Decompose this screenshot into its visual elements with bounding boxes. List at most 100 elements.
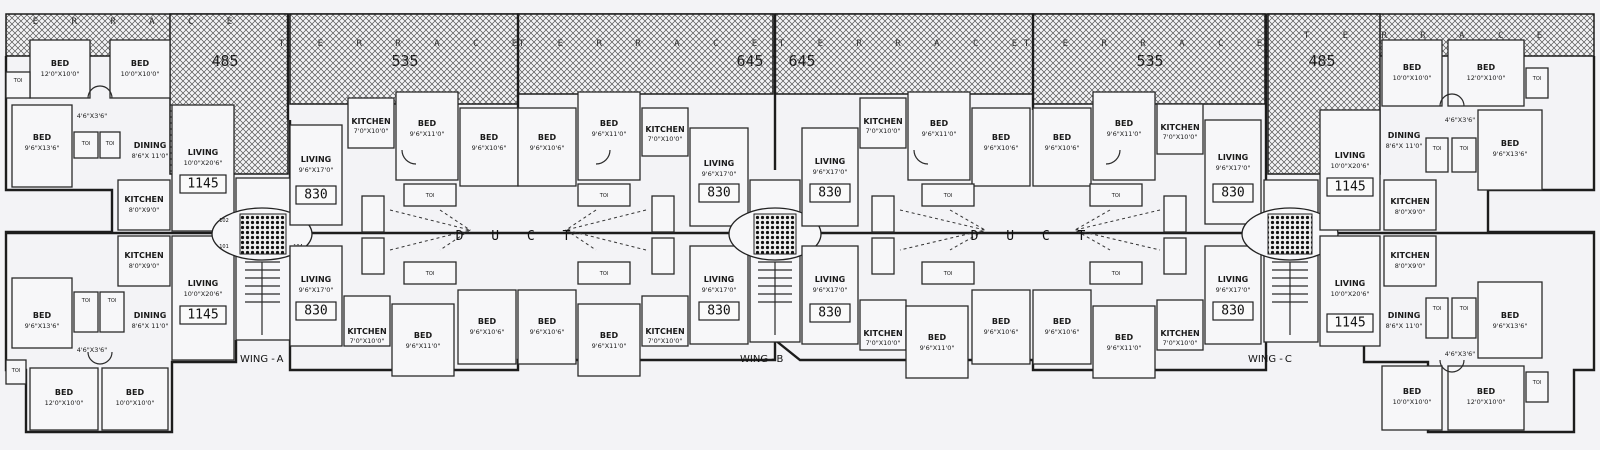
room-label: TOI — [599, 193, 608, 199]
room-label: BED — [1115, 333, 1134, 342]
room-dim: 4'6"X3'6" — [77, 346, 108, 354]
room-dim: 12'0"X10'0" — [1467, 74, 1506, 82]
room-dim: 9'6"X17'0" — [813, 168, 848, 176]
wing-c-label: WING -C — [1248, 354, 1292, 365]
room-dim: 7'0"X10'0" — [648, 135, 683, 143]
room-dim: 10'0"X20'6" — [1331, 162, 1370, 170]
room-label: BED — [538, 133, 557, 142]
room-dim: 9'6"X11'0" — [1107, 130, 1142, 138]
room-label: KITCHEN — [645, 327, 684, 336]
room-label: TOI — [13, 78, 22, 84]
room-label: BED — [1053, 317, 1072, 326]
flat-area: 830 — [1221, 186, 1244, 201]
room-dim: 9'6"X10'6" — [530, 144, 565, 152]
room-label: BED — [418, 119, 437, 128]
flat-area: 1145 — [1334, 316, 1365, 331]
room-label: BED — [1403, 63, 1422, 72]
room-label: DINING — [1388, 311, 1421, 320]
room-label: BED — [1501, 139, 1520, 148]
room-dim: 7'0"X10'0" — [354, 127, 389, 135]
room-label: DINING — [1388, 131, 1421, 140]
room-label: BED — [33, 311, 52, 320]
room-dim: 10'0"X20'6" — [184, 290, 223, 298]
room-dim: 9'6"X10'6" — [984, 328, 1019, 336]
room-label: KITCHEN — [1390, 251, 1429, 260]
room-dim: 9'6"X17'0" — [299, 166, 334, 174]
room-label: LIVING — [815, 157, 846, 166]
room-label: LIVING — [188, 279, 219, 288]
room-label: BED — [55, 388, 74, 397]
room-label: BED — [930, 119, 949, 128]
room-label: BED — [478, 317, 497, 326]
room-label: DINING — [134, 311, 167, 320]
room-label: TOI — [1459, 306, 1468, 312]
room-dim: 8'0"X9'0" — [1395, 208, 1426, 216]
room-label: LIVING — [1218, 275, 1249, 284]
room-label: TOI — [1459, 146, 1468, 152]
terrace-area-3: 645 — [736, 52, 763, 70]
room-label: TOI — [107, 298, 116, 304]
room-label: KITCHEN — [863, 329, 902, 338]
room-dim: 9'6"X10'6" — [470, 328, 505, 336]
room-label: TOI — [1432, 146, 1441, 152]
room-label: BED — [51, 59, 70, 68]
core-b: WING -B — [728, 179, 822, 365]
room-dim: 9'6"X17'0" — [702, 286, 737, 294]
flat-area: 830 — [304, 304, 327, 319]
core-a: 102 103 101 104 WING -A — [211, 177, 313, 365]
room-dim: 9'6"X11'0" — [920, 344, 955, 352]
room-dim: 4'6"X3'6" — [1445, 350, 1476, 358]
terrace-label: T E R R A C E — [1024, 39, 1276, 49]
wing-b-label: WING -B — [740, 354, 784, 365]
terrace-areas: 485 535 645 645 535 485 — [211, 52, 1335, 70]
room-label: TOI — [425, 271, 434, 277]
room-dim: 12'0"X10'0" — [45, 399, 84, 407]
room-label: BED — [600, 119, 619, 128]
room-label: BED — [600, 331, 619, 340]
room-dim: 4'6"X3'6" — [77, 112, 108, 120]
room-dim: 8'6"X 11'0" — [1386, 322, 1423, 330]
room-label: TOI — [105, 141, 114, 147]
room-label: KITCHEN — [1160, 123, 1199, 132]
door-swings — [87, 85, 1465, 373]
room-label: TOI — [1432, 306, 1441, 312]
terrace-area-2: 535 — [391, 52, 418, 70]
room-dim: 12'0"X10'0" — [1467, 398, 1506, 406]
room-label: BED — [414, 331, 433, 340]
room-label: BED — [538, 317, 557, 326]
room-label: TOI — [1111, 193, 1120, 199]
room-dim: 7'0"X10'0" — [648, 337, 683, 345]
terrace-area-5: 535 — [1136, 52, 1163, 70]
room-label: TOI — [11, 368, 20, 374]
flat-area: 830 — [707, 304, 730, 319]
room-dim: 8'0"X9'0" — [1395, 262, 1426, 270]
room-label: KITCHEN — [351, 117, 390, 126]
room-dim: 9'6"X17'0" — [1216, 286, 1251, 294]
room-label: LIVING — [301, 275, 332, 284]
room-label: BED — [1477, 63, 1496, 72]
room-dim: 10'0"X10'0" — [121, 70, 160, 78]
room-label: BED — [131, 59, 150, 68]
room-label: KITCHEN — [1160, 329, 1199, 338]
room-label: BED — [126, 388, 145, 397]
flat-area: 830 — [304, 188, 327, 203]
room-label: LIVING — [301, 155, 332, 164]
room-dim: 9'6"X17'0" — [702, 170, 737, 178]
room-dim: 9'6"X11'0" — [592, 130, 627, 138]
room-dim: 10'0"X20'6" — [1331, 290, 1370, 298]
room-label: BED — [1403, 387, 1422, 396]
room-dim: 8'0"X9'0" — [129, 262, 160, 270]
flat-area: 1145 — [187, 308, 218, 323]
room-label: BED — [992, 317, 1011, 326]
room-label: KITCHEN — [124, 251, 163, 260]
room-dim: 9'6"X10'6" — [472, 144, 507, 152]
room-dim: 10'0"X10'0" — [116, 399, 155, 407]
flat-area: 830 — [1221, 304, 1244, 319]
room-label: DINING — [134, 141, 167, 150]
room-label: LIVING — [704, 159, 735, 168]
flat-area: 830 — [818, 186, 841, 201]
room-label: LIVING — [1218, 153, 1249, 162]
room-label: BED — [992, 133, 1011, 142]
block-bc: LIVING 9'6"X17'0" 830 KITCHEN 7'0"X10'0"… — [801, 91, 1262, 379]
room-label: BED — [928, 333, 947, 342]
